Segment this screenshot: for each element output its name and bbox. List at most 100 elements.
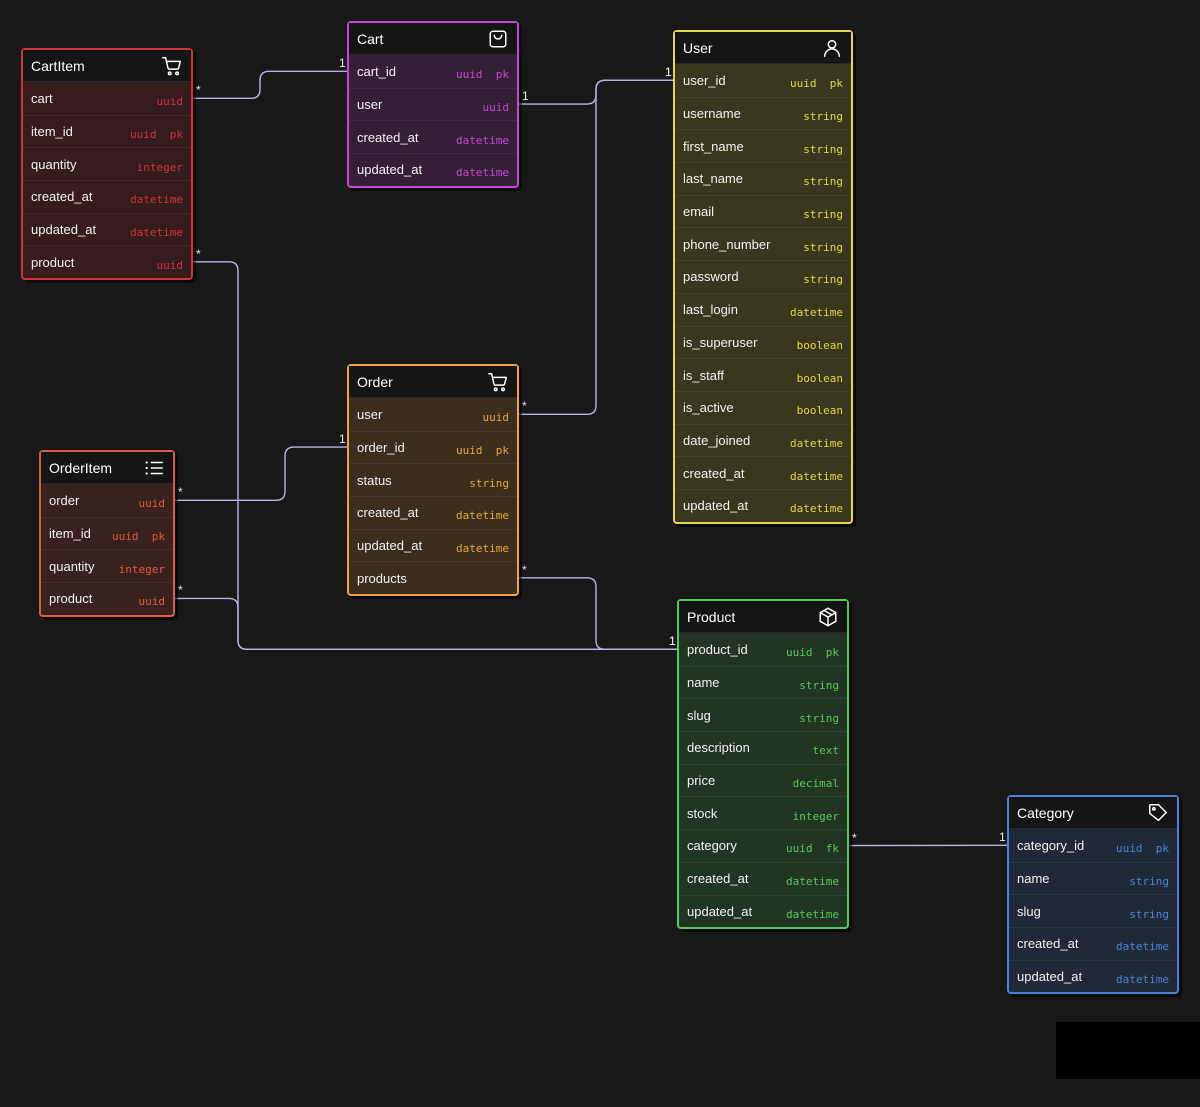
relation-line-cart-user-to-user-user-id[interactable] (517, 79, 675, 105)
field-name: status (357, 472, 392, 488)
field-row-quantity[interactable]: quantity integer (41, 549, 173, 582)
table-header-category[interactable]: Category (1009, 797, 1177, 829)
field-row-products[interactable]: products (349, 561, 517, 594)
table-title: CartItem (31, 57, 85, 74)
list-icon (143, 457, 165, 479)
field-name: is_superuser (683, 334, 758, 350)
field-name: created_at (683, 465, 745, 481)
field-row-created-at[interactable]: created_at datetime (349, 120, 517, 153)
table-header-orderitem[interactable]: OrderItem (41, 452, 173, 484)
field-type: string (803, 110, 843, 124)
field-name: category (687, 838, 737, 854)
field-name: last_login (683, 302, 738, 318)
user-icon (821, 37, 843, 59)
black-overlay-box (1056, 1022, 1200, 1079)
table-header-cartitem[interactable]: CartItem (23, 50, 191, 82)
field-name: quantity (49, 558, 95, 574)
field-name: password (683, 269, 739, 285)
field-type: string (1129, 875, 1169, 889)
cardinality-to: 1 (665, 65, 672, 80)
relation-line-order-products-to-product-product-id[interactable] (517, 577, 679, 651)
tag-icon (1147, 802, 1169, 824)
field-type: uuid pk (790, 76, 843, 90)
field-type: uuid pk (456, 67, 509, 81)
cardinality-to: 1 (339, 56, 346, 71)
cardinality-from: 1 (522, 89, 529, 104)
field-type: datetime (456, 166, 509, 180)
table-header-cart[interactable]: Cart (349, 23, 517, 55)
field-type: integer (118, 562, 165, 576)
field-type: integer (136, 160, 183, 174)
field-name: is_staff (683, 367, 724, 383)
relation-line-orderitem-product-to-product-product-id[interactable] (173, 597, 679, 651)
relation-line-orderitem-order-to-order-order-id[interactable] (173, 446, 349, 502)
relation-line-cartitem-cart-to-cart-cart-id[interactable] (191, 70, 349, 100)
field-name: created_at (357, 129, 419, 145)
field-type: uuid pk (1116, 841, 1169, 855)
field-name: description (687, 740, 750, 756)
field-type: uuid (156, 94, 184, 108)
relation-line-order-user-to-user-user-id[interactable] (517, 79, 675, 416)
table-header-product[interactable]: Product (679, 601, 847, 633)
field-name: stock (687, 805, 718, 821)
field-name: order (49, 492, 80, 508)
table-header-order[interactable]: Order (349, 366, 517, 398)
table-header-user[interactable]: User (675, 32, 851, 64)
field-type: datetime (456, 133, 509, 147)
